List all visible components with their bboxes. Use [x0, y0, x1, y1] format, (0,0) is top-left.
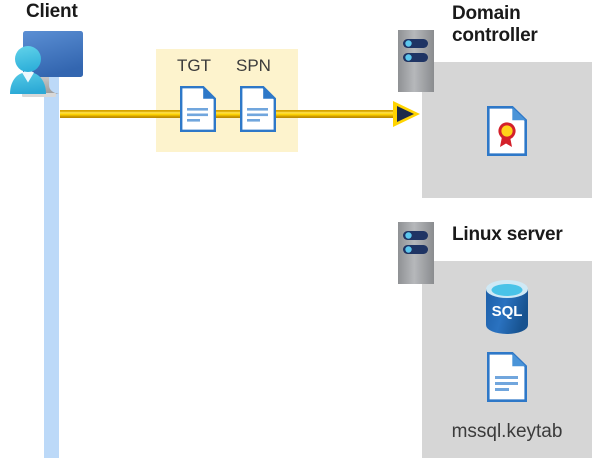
server-rack-icon	[398, 30, 434, 92]
client-workstation-icon	[4, 26, 86, 98]
svg-text:SQL: SQL	[492, 303, 523, 320]
domain-controller-title: Domain controller	[452, 3, 592, 48]
linux-server-title: Linux server	[452, 224, 597, 246]
certificate-document-icon	[487, 106, 527, 156]
client-lifeline	[44, 62, 59, 458]
linux-server-title-line1: Linux server	[452, 224, 563, 245]
flow-arrow-line	[60, 110, 397, 118]
server-rack-icon	[398, 222, 434, 284]
domain-controller-title-line2: controller	[452, 25, 538, 47]
sql-database-icon: SQL	[483, 279, 531, 335]
domain-controller-title-line1: Domain	[452, 3, 521, 24]
tgt-label: TGT	[177, 56, 211, 75]
flow-arrowhead-icon	[392, 99, 422, 129]
keytab-document-icon	[487, 352, 527, 402]
document-icon	[240, 86, 276, 132]
spn-label: SPN	[236, 56, 271, 75]
client-title: Client	[26, 1, 78, 22]
document-icon	[180, 86, 216, 132]
keytab-file-label: mssql.keytab	[451, 421, 563, 442]
